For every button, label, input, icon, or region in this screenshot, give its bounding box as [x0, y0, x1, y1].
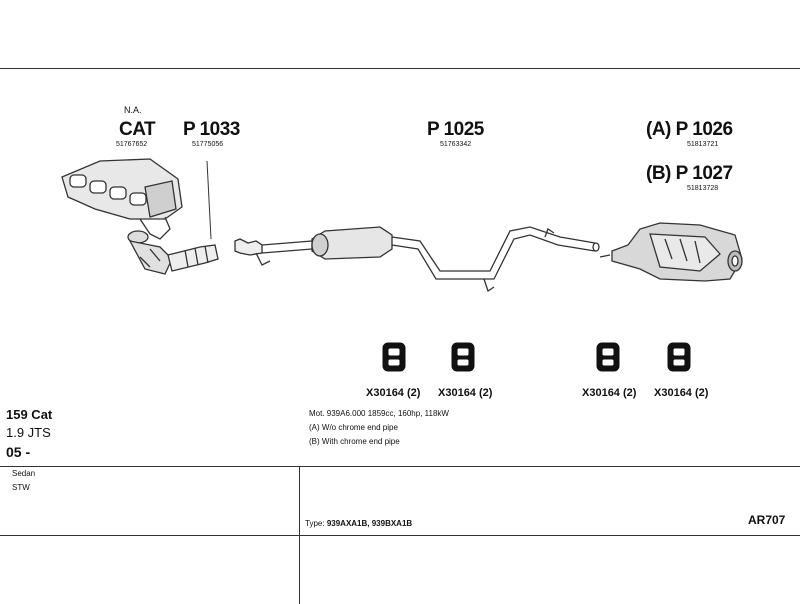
p1033-label[interactable]: P 1033: [183, 119, 240, 140]
type-value: 939AXA1B, 939BXA1B: [326, 519, 413, 528]
motor-spec: Mot. 939A6.000 1859cc, 160hp, 118kW: [309, 409, 449, 418]
manifold-cat-part[interactable]: [61, 158, 183, 275]
vehicle-model: 159 Cat: [6, 407, 53, 422]
body-type-stw: STW: [12, 483, 30, 492]
hanger-icon: [451, 342, 475, 372]
diagram-sheet: N.A. CAT 51767652 P 1033 51775056 P 1025…: [0, 68, 800, 604]
middle-silencer-part[interactable]: [311, 226, 600, 293]
p1026-part-number: 51813721: [687, 141, 719, 148]
diagram-code: AR707: [748, 513, 786, 527]
note-b: (B) With chrome end pipe: [309, 437, 400, 446]
rear-silencer-part[interactable]: [599, 222, 743, 282]
hanger-icon: [596, 342, 620, 372]
p1027-part-number: 51813728: [687, 185, 719, 192]
intermediate-pipe[interactable]: [234, 238, 313, 266]
hanger-label[interactable]: X30164 (2): [582, 387, 637, 399]
hanger-label[interactable]: X30164 (2): [438, 387, 493, 399]
p1033-part-number: 51775056: [192, 141, 224, 148]
p1026-label[interactable]: (A) P 1026: [646, 119, 733, 140]
info-divider: [0, 466, 800, 467]
front-pipe-part[interactable]: [167, 160, 219, 272]
p1025-part-number: 51763342: [440, 141, 472, 148]
type-prefix: Type:: [305, 519, 325, 528]
hanger-label[interactable]: X30164 (2): [654, 387, 709, 399]
p1027-label[interactable]: (B) P 1027: [646, 163, 733, 184]
cat-label[interactable]: CAT: [119, 119, 156, 140]
p1025-label[interactable]: P 1025: [427, 119, 484, 140]
hanger-icons: [382, 342, 691, 372]
vehicle-years: 05 -: [6, 444, 31, 460]
hanger-icon: [667, 342, 691, 372]
type-row: Type: 939AXA1B, 939BXA1B: [305, 519, 412, 528]
body-type-sedan: Sedan: [12, 469, 36, 478]
na-label: N.A.: [124, 105, 142, 115]
note-a: (A) W/o chrome end pipe: [309, 423, 398, 432]
cat-part-number: 51767652: [116, 141, 148, 148]
exhaust-diagram: [61, 158, 743, 372]
info-column-divider: [299, 466, 300, 604]
hanger-icon: [382, 342, 406, 372]
vehicle-engine: 1.9 JTS: [6, 425, 51, 440]
hanger-label[interactable]: X30164 (2): [366, 387, 421, 399]
